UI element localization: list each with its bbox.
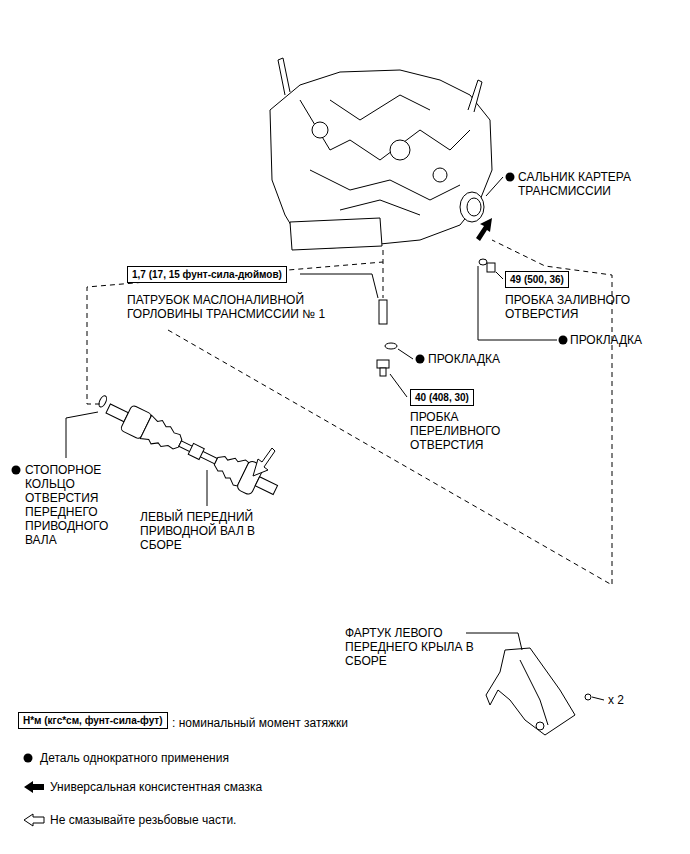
torque-value: 1,7 (17, 15 фунт-сила-дюймов) bbox=[132, 268, 282, 281]
part-name: ФАРТУК ЛЕВОГО ПЕРЕДНЕГО КРЫЛА В СБОРЕ bbox=[345, 626, 474, 668]
torque-box: Н*м (кгс*см, фунт-сила-фут) bbox=[18, 712, 168, 729]
dashed-guide bbox=[383, 250, 384, 298]
leader-line bbox=[390, 374, 407, 397]
part-name: ПАТРУБОК МАСЛОНАЛИВНОЙ ГОРЛОВИНЫ ТРАНСМИ… bbox=[127, 293, 325, 321]
part-name: ПРОКЛАДКА bbox=[428, 352, 500, 366]
oil-seal bbox=[460, 192, 484, 222]
leader-line bbox=[466, 633, 522, 650]
single-use-mark bbox=[506, 173, 515, 182]
dipstick bbox=[278, 58, 290, 95]
part-label: ПРОБКА ЗАЛИВНОГО ОТВЕРСТИЯ bbox=[505, 293, 650, 321]
filler-pipe bbox=[379, 300, 387, 324]
single-use-mark bbox=[12, 466, 21, 475]
screw bbox=[585, 694, 591, 700]
leader-line bbox=[486, 177, 503, 196]
oil-pan bbox=[290, 218, 382, 250]
drive-shaft bbox=[179, 441, 218, 464]
no-grease-arrow bbox=[253, 448, 275, 476]
damper bbox=[188, 443, 204, 459]
gasket bbox=[385, 343, 397, 349]
fill-plug bbox=[479, 259, 495, 272]
dashed-guide bbox=[87, 240, 612, 585]
grease-arrow bbox=[24, 781, 44, 793]
legend-text: Деталь однократного применения bbox=[40, 751, 229, 765]
torque-box: 1,7 (17, 15 фунт-сила-дюймов) bbox=[127, 266, 287, 283]
transmission bbox=[270, 58, 492, 250]
legend-text: Универсальная консистентная смазка bbox=[50, 780, 262, 794]
part-name: ЛЕВЫЙ ПЕРЕДНИЙ ПРИВОДНОЙ ВАЛ В СБОРЕ bbox=[140, 510, 255, 552]
part-name: ПРОБКА ПЕРЕЛИВНОГО ОТВЕРСТИЯ bbox=[410, 410, 500, 452]
part-label: САЛЬНИК КАРТЕРА ТРАНСМИССИИ bbox=[518, 170, 653, 198]
fender-apron bbox=[520, 660, 548, 725]
legend-entry: Универсальная консистентная смазка bbox=[50, 780, 262, 794]
torque-value: 49 (500, 36) bbox=[510, 273, 564, 286]
leader-line bbox=[207, 470, 208, 506]
drive-shaft bbox=[91, 389, 282, 504]
part-name: СТОПОРНОЕ КОЛЬЦО ОТВЕРСТИЯ ПЕРЕДНЕГО ПРИ… bbox=[25, 463, 108, 547]
leader-line bbox=[496, 272, 503, 279]
legend-text: : номинальный момент затяжки bbox=[172, 716, 348, 730]
single-use-mark bbox=[12, 173, 568, 763]
no-grease-arrow bbox=[24, 814, 44, 826]
torque-value: 40 (408, 30) bbox=[415, 391, 469, 404]
legend-entry: : номинальный момент затяжки bbox=[172, 716, 348, 730]
legend-entry: Деталь однократного применения bbox=[40, 751, 229, 765]
leader-line bbox=[66, 177, 604, 700]
leader-line bbox=[592, 697, 604, 700]
snap-ring bbox=[97, 395, 108, 408]
part-label: x 2 bbox=[608, 693, 648, 707]
torque-value: Н*м (кгс*см, фунт-сила-фут) bbox=[23, 714, 163, 727]
overflow-plug bbox=[380, 368, 386, 376]
filler-pipe bbox=[377, 300, 397, 376]
fender-apron bbox=[486, 648, 575, 735]
single-use-mark bbox=[24, 754, 33, 763]
case-detail bbox=[468, 80, 482, 112]
grease-arrow bbox=[476, 218, 492, 241]
drive-shaft bbox=[255, 477, 277, 495]
boot bbox=[140, 415, 186, 455]
leader-line bbox=[66, 412, 98, 458]
screw bbox=[536, 722, 544, 730]
oil-seal bbox=[460, 192, 484, 222]
single-use-mark bbox=[416, 355, 425, 364]
dashed-guide bbox=[87, 262, 383, 404]
fender-apron bbox=[486, 648, 591, 735]
case-detail bbox=[433, 168, 447, 182]
part-name: САЛЬНИК КАРТЕРА ТРАНСМИССИИ bbox=[518, 170, 631, 198]
legend-entry: Не смазывайте резьбовые части. bbox=[50, 813, 236, 827]
part-name: ПРОКЛАДКА bbox=[570, 333, 642, 347]
leader-line bbox=[300, 274, 378, 298]
torque-box: 40 (408, 30) bbox=[410, 389, 474, 406]
part-label: СТОПОРНОЕ КОЛЬЦО ОТВЕРСТИЯ ПЕРЕДНЕГО ПРИ… bbox=[25, 463, 115, 547]
leader-line bbox=[398, 349, 413, 359]
part-label: ФАРТУК ЛЕВОГО ПЕРЕДНЕГО КРЫЛА В СБОРЕ bbox=[345, 626, 490, 668]
case-detail bbox=[390, 140, 410, 160]
part-name: x 2 bbox=[608, 693, 624, 707]
single-use-mark bbox=[559, 336, 568, 345]
part-name: ПРОБКА ЗАЛИВНОГО ОТВЕРСТИЯ bbox=[505, 293, 630, 321]
part-label: ПРОКЛАДКА bbox=[428, 352, 538, 366]
torque-box: 49 (500, 36) bbox=[505, 271, 569, 288]
case-detail bbox=[300, 95, 470, 215]
fill-plug bbox=[487, 263, 495, 272]
part-label: ПРОКЛАДКА bbox=[570, 333, 680, 347]
gasket bbox=[479, 259, 487, 265]
part-label: ПРОБКА ПЕРЕЛИВНОГО ОТВЕРСТИЯ bbox=[410, 410, 505, 452]
part-label: ЛЕВЫЙ ПЕРЕДНИЙ ПРИВОДНОЙ ВАЛ В СБОРЕ bbox=[140, 510, 275, 552]
oil-seal bbox=[467, 198, 481, 216]
overflow-plug bbox=[377, 360, 389, 368]
part-label: ПАТРУБОК МАСЛОНАЛИВНОЙ ГОРЛОВИНЫ ТРАНСМИ… bbox=[127, 293, 342, 321]
legend-text: Не смазывайте резьбовые части. bbox=[50, 813, 236, 827]
case-detail bbox=[312, 122, 328, 138]
